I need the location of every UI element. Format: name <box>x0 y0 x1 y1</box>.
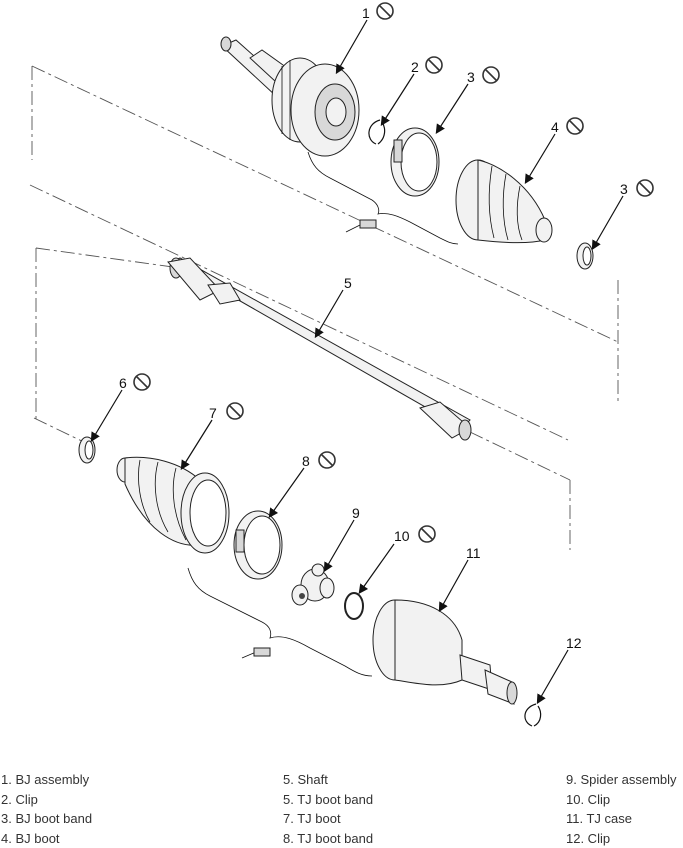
prohibition-icon <box>419 526 435 542</box>
grease-tube-icon <box>346 220 376 232</box>
callout-1: 1 <box>362 5 370 21</box>
prohibition-icon <box>637 180 653 196</box>
legend-item: 12. Clip <box>566 829 677 848</box>
callout-11: 11 <box>466 545 481 561</box>
callout-3-bj-large: 3 <box>467 69 475 85</box>
callout-10: 10 <box>394 528 410 544</box>
driveshaft-exploded-diagram: 1 2 3 4 3 5 6 7 8 9 10 11 12 <box>0 0 683 760</box>
callout-7: 7 <box>209 405 217 421</box>
spider-assembly <box>292 564 334 605</box>
tj-clip <box>345 593 363 619</box>
callout-5: 5 <box>344 275 352 291</box>
legend-item: 7. TJ boot <box>283 809 373 829</box>
tj-boot <box>117 457 229 553</box>
legend-item: 3. BJ boot band <box>1 809 92 829</box>
prohibition-icon <box>227 403 243 419</box>
callout-6: 6 <box>119 375 127 391</box>
tj-kit-bracket <box>188 568 372 676</box>
legend-item: 8. TJ boot band <box>283 829 373 848</box>
legend-item: 2. Clip <box>1 790 92 810</box>
legend-item: 5. Shaft <box>283 770 373 790</box>
bj-assembly <box>221 37 359 156</box>
tj-boot-band-small <box>79 437 95 463</box>
legend-column-2: 5. Shaft 5. TJ boot band 7. TJ boot 8. T… <box>283 770 373 848</box>
legend-column-3: 9. Spider assembly 10. Clip 11. TJ case … <box>566 770 677 848</box>
bj-boot <box>456 160 552 243</box>
callout-2: 2 <box>411 59 419 75</box>
legend-item: 1. BJ assembly <box>1 770 92 790</box>
bj-boot-band-large <box>391 128 439 196</box>
grease-tube-icon <box>242 648 270 658</box>
legend-item: 9. Spider assembly <box>566 770 677 790</box>
legend-item: 4. BJ boot <box>1 829 92 848</box>
prohibition-icon <box>426 57 442 73</box>
callout-8: 8 <box>302 453 310 469</box>
tj-case <box>373 600 517 704</box>
prohibition-icon <box>567 118 583 134</box>
callout-3-bj-small: 3 <box>620 181 628 197</box>
prohibition-icon <box>483 67 499 83</box>
prohibition-icon <box>377 3 393 19</box>
prohibition-icon <box>134 374 150 390</box>
legend-item: 11. TJ case <box>566 809 677 829</box>
bj-boot-band-small <box>577 243 593 269</box>
callout-12: 12 <box>566 635 582 651</box>
tj-outer-clip <box>525 704 541 726</box>
callout-9: 9 <box>352 505 360 521</box>
tj-boot-band-large <box>234 511 282 579</box>
legend-item: 5. TJ boot band <box>283 790 373 810</box>
parts-legend: 1. BJ assembly 2. Clip 3. BJ boot band 4… <box>0 770 683 846</box>
callout-4: 4 <box>551 119 559 135</box>
legend-column-1: 1. BJ assembly 2. Clip 3. BJ boot band 4… <box>1 770 92 848</box>
legend-item: 10. Clip <box>566 790 677 810</box>
prohibition-icon <box>319 452 335 468</box>
